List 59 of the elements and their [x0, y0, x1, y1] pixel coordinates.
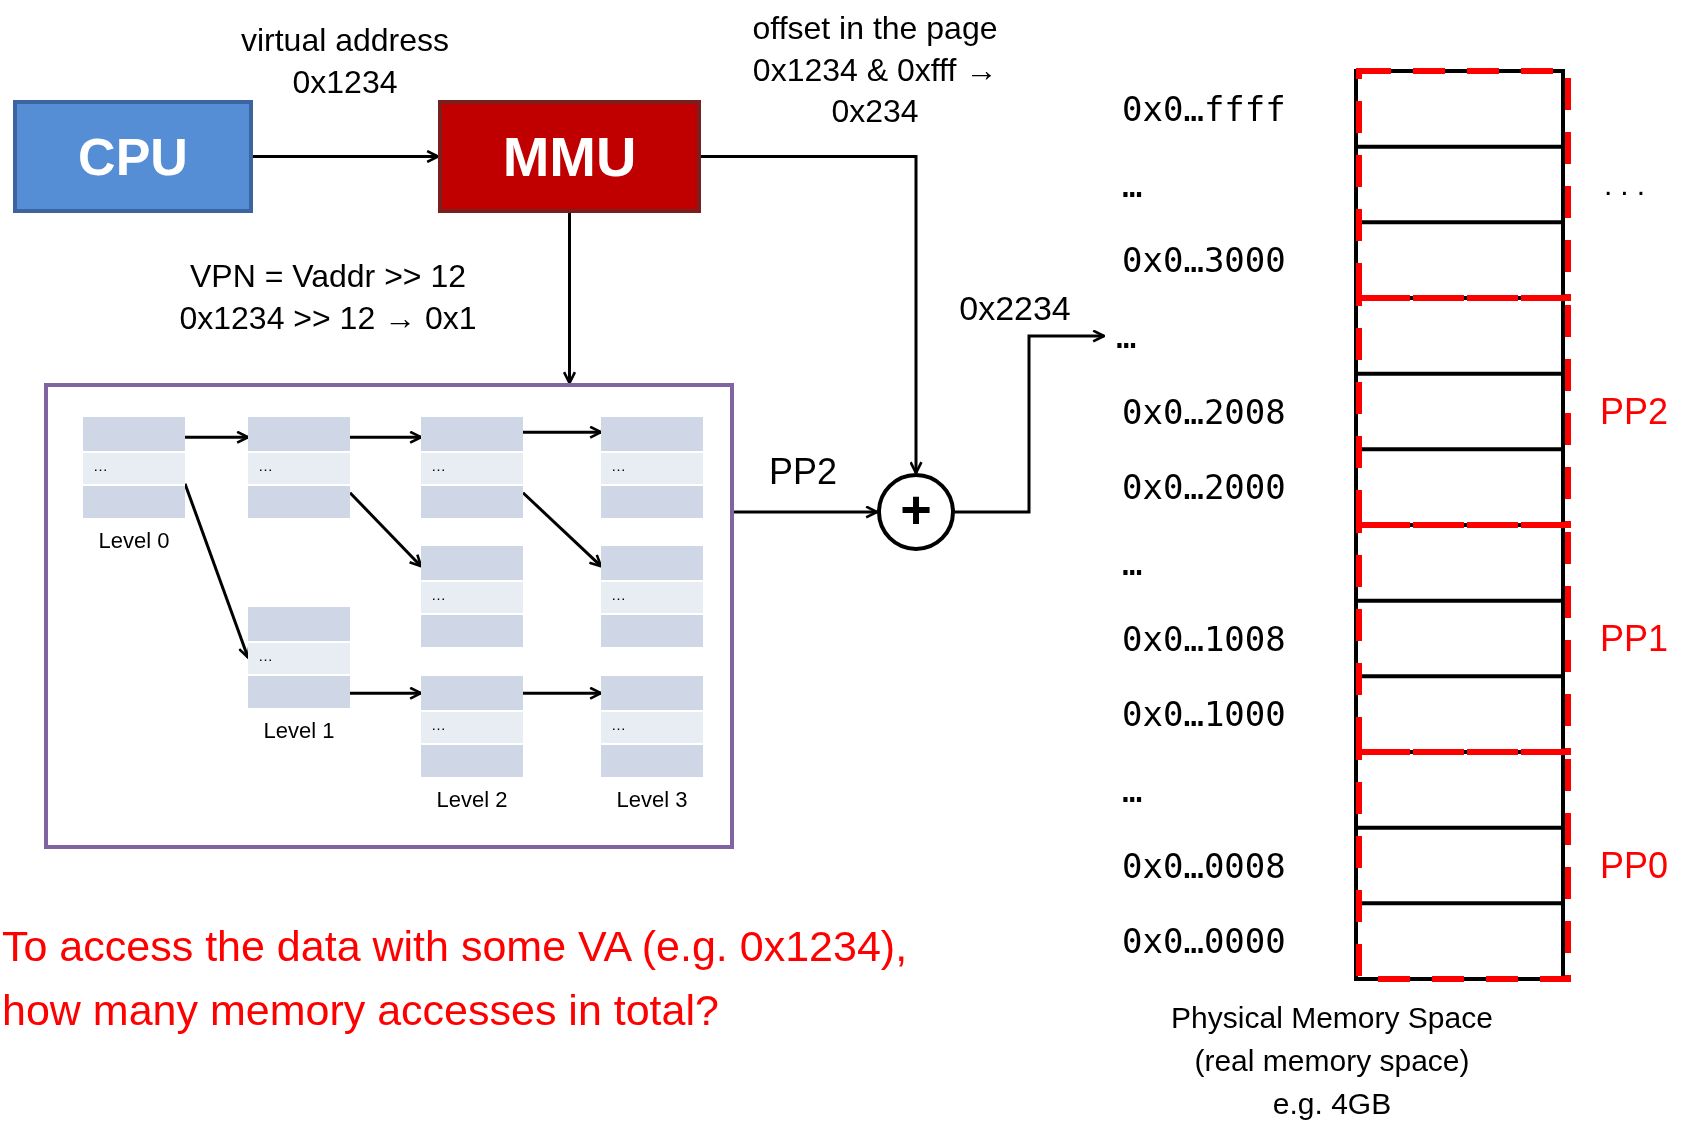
page-label: PP0: [1600, 844, 1669, 887]
adder-circle: +: [877, 473, 955, 551]
page-table: [421, 546, 523, 647]
ellipsis-text: …: [611, 456, 626, 475]
ellipsis-text: …: [611, 715, 626, 734]
page-table: [248, 607, 350, 708]
ellipsis-text: …: [431, 585, 446, 604]
cpu-box: CPU: [13, 100, 253, 213]
edge-label: VPN = Vaddr >> 12 0x1234 >> 12 → 0x1: [178, 257, 478, 338]
ellipsis-text: ...: [1604, 167, 1653, 202]
level-label: Level 0: [98, 528, 170, 554]
ellipsis-text: …: [431, 715, 446, 734]
page-table: [601, 546, 703, 647]
address-text: 0x0…2008: [1122, 391, 1286, 432]
page-table-panel: [44, 383, 734, 849]
arrow: [562, 213, 577, 385]
address-text: 0x0…0008: [1122, 845, 1286, 886]
arrow: [350, 430, 423, 444]
address-text: …: [1116, 318, 1160, 354]
page-table: [248, 417, 350, 518]
address-text: …: [1122, 769, 1143, 810]
edge-label: offset in the page 0x1234 & 0xfff → 0x234: [751, 8, 999, 131]
arrow: [185, 430, 250, 444]
address-text: 0x0…ffff: [1122, 88, 1286, 129]
edge-label: virtual address 0x1234: [239, 21, 451, 102]
page-table: [83, 417, 185, 518]
level-label: Level 3: [616, 787, 688, 813]
address-text: …: [1122, 164, 1143, 205]
edge-label: PP2: [767, 449, 838, 494]
ellipsis-text: …: [431, 456, 446, 475]
address-text: 0x0…3000: [1122, 240, 1286, 281]
address-text: …: [1122, 542, 1143, 583]
level-label: Level 2: [436, 787, 508, 813]
arrow: [523, 425, 603, 439]
arrow: [253, 149, 440, 164]
page-table: [421, 417, 523, 518]
arrow: [523, 686, 603, 700]
address-text: 0x0…2000: [1122, 467, 1286, 508]
address-text: 0x0…0000: [1122, 921, 1286, 962]
arrow: [955, 329, 1106, 514]
arrow: [350, 686, 423, 700]
ellipsis-text: …: [93, 456, 108, 475]
question-text: To access the data with some VA (e.g. 0x1234), how many memory accesses in total?: [2, 921, 909, 1036]
level-label: Level 1: [263, 718, 335, 744]
arrow: [701, 155, 923, 475]
page-table: [421, 676, 523, 777]
page-table: [601, 676, 703, 777]
page-label: PP1: [1600, 617, 1669, 660]
address-text: 0x0…1008: [1122, 618, 1286, 659]
ellipsis-text: …: [611, 585, 626, 604]
page-label: PP2: [1600, 390, 1669, 433]
page-table: [601, 417, 703, 518]
ellipsis-text: …: [258, 456, 273, 475]
mmu-box: MMU: [438, 100, 701, 213]
address-text: 0x0…1000: [1122, 694, 1286, 735]
caption-text: Physical Memory Space (real memory space) e.g. 4GB: [1170, 999, 1494, 1122]
arrow: [734, 505, 879, 519]
edge-label: 0x2234: [958, 287, 1072, 329]
ellipsis-text: …: [258, 646, 273, 665]
